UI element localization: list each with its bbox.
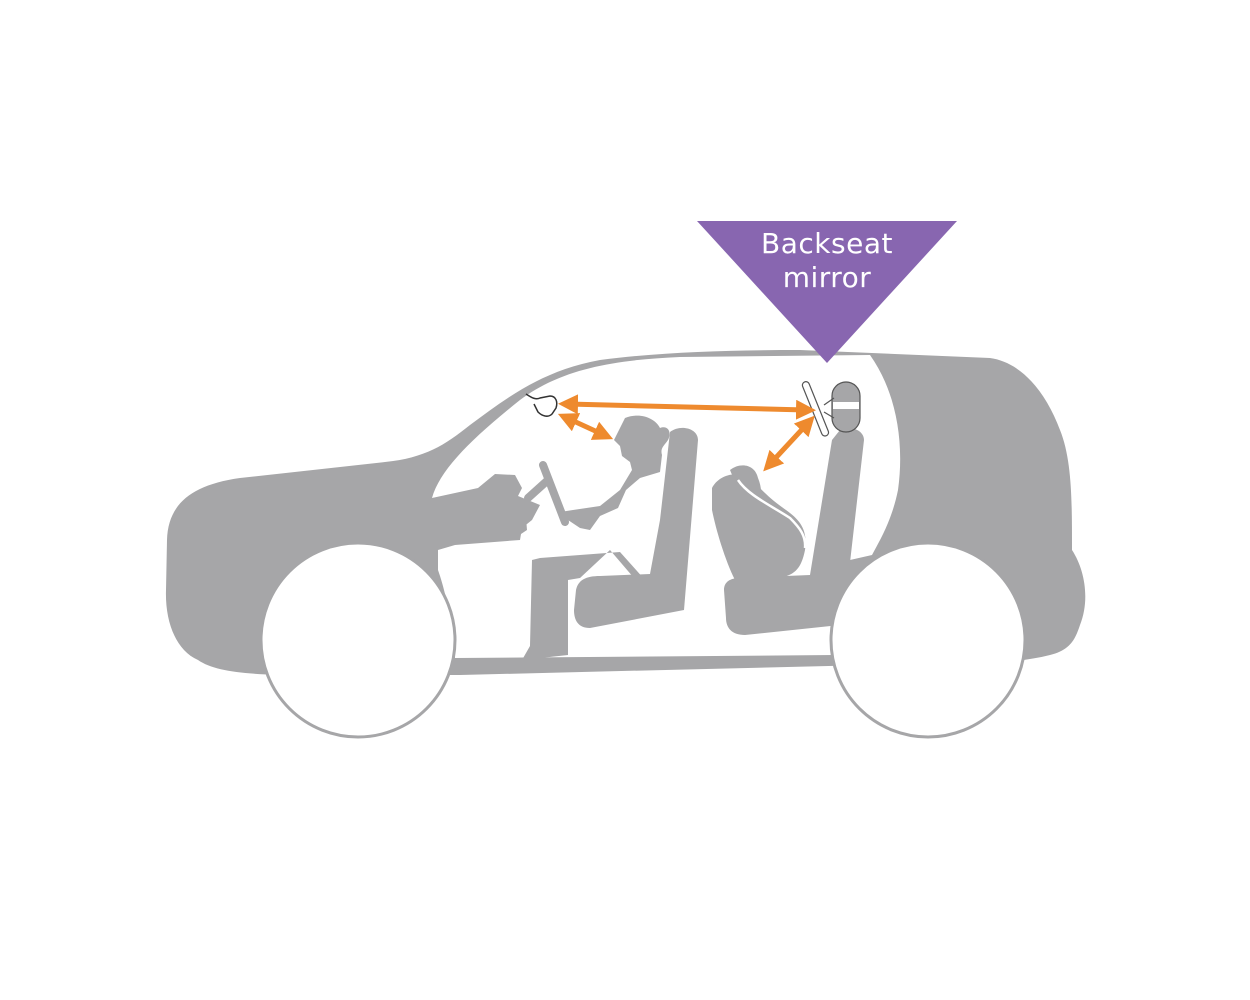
arrow-driver-to-rearview — [557, 413, 614, 440]
arrow-backseat-mirror-to-infant — [763, 415, 815, 472]
callout-label: Backseat mirror — [697, 227, 957, 295]
infant-car-seat — [712, 465, 807, 580]
rearview-mirror-icon — [525, 393, 558, 417]
front-wheel — [259, 541, 457, 739]
rear-seat — [724, 428, 864, 635]
rear-wheel — [829, 541, 1027, 739]
callout-triangle — [697, 221, 957, 363]
callout-line-2: mirror — [782, 261, 872, 294]
front-seat — [574, 427, 698, 628]
dashboard — [432, 474, 540, 550]
arrow-rearview-to-backseat-mirror — [558, 394, 816, 420]
driver-silhouette — [522, 415, 670, 660]
callout-line-1: Backseat — [761, 227, 893, 260]
sightline-arrows — [557, 394, 816, 472]
